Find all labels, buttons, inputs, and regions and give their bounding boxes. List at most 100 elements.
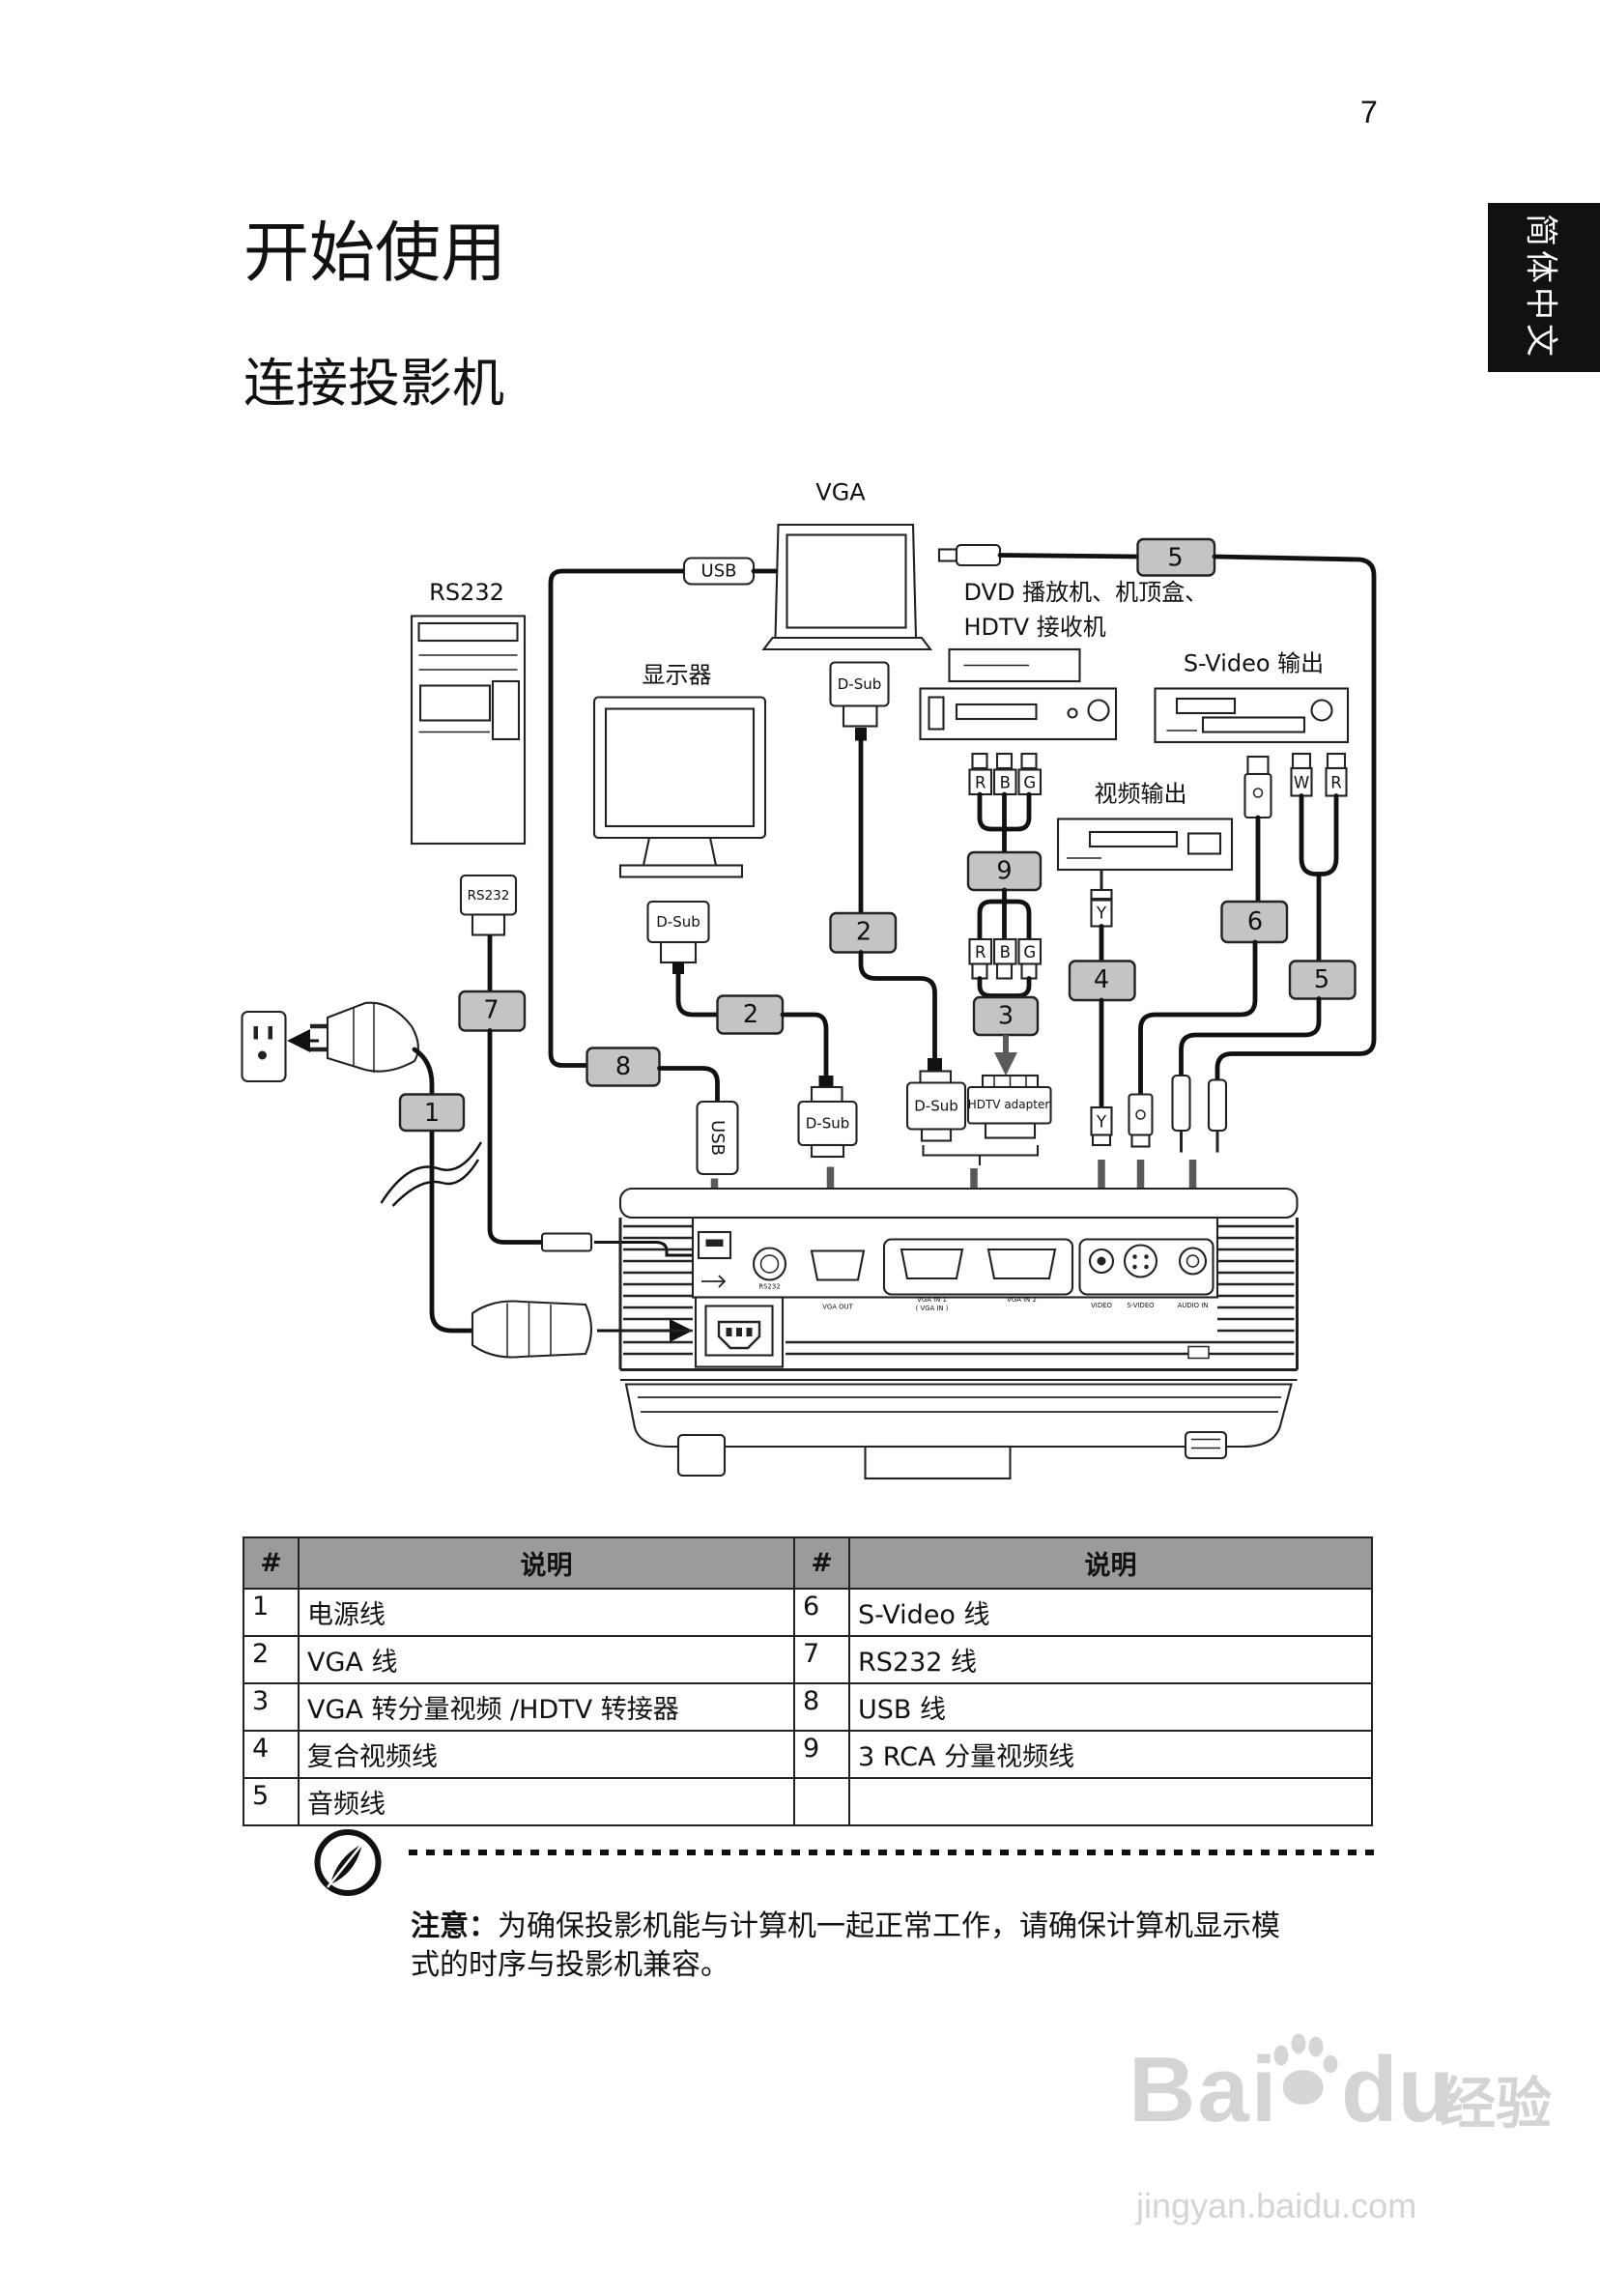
audio-jack-icon bbox=[937, 543, 1002, 567]
video-port-icon bbox=[1088, 1248, 1115, 1275]
vga-in-dsub-connector bbox=[905, 1081, 967, 1131]
cable-5-number-top: 5 bbox=[1167, 544, 1183, 573]
power-socket-icon bbox=[694, 1296, 785, 1368]
table-row: 3 VGA 转分量视频 /HDTV 转接器 8 USB 线 bbox=[243, 1682, 1373, 1732]
hdtv-adapter-icon bbox=[966, 1074, 1052, 1139]
table-cell-number: 2 bbox=[243, 1635, 300, 1684]
table-cell-number: 1 bbox=[243, 1588, 300, 1637]
note-label: 注意： bbox=[411, 1909, 498, 1943]
port-label-vga-in1-sub: ( VGA IN ) bbox=[916, 1305, 949, 1312]
table-header-row: # 说明 # 说明 bbox=[243, 1536, 1373, 1590]
cable-6-badge bbox=[1220, 900, 1289, 944]
cable-2-badge-monitor bbox=[716, 994, 785, 1035]
plug-b-label-2: B bbox=[1000, 943, 1011, 961]
table-row: 1 电源线 6 S-Video 线 bbox=[243, 1588, 1373, 1637]
table-cell-number: 6 bbox=[793, 1588, 850, 1637]
rs232-connector bbox=[459, 874, 518, 916]
port-label-vga-in1: VGA IN 1 bbox=[917, 1296, 947, 1304]
baidu-paw-watermark bbox=[1273, 2033, 1338, 2105]
port-label-vga-out: VGA OUT bbox=[822, 1304, 853, 1311]
table-row: 5 音频线 bbox=[243, 1777, 1373, 1826]
table-cell-number: 9 bbox=[793, 1730, 850, 1779]
monitor-icon bbox=[592, 696, 767, 878]
plug-r-label-audio: R bbox=[1330, 774, 1341, 792]
laptop-dsub-connector bbox=[829, 661, 890, 707]
projector-ports bbox=[694, 1230, 1214, 1368]
usb-port-icon bbox=[697, 1230, 732, 1260]
vga-out-port-icon bbox=[810, 1249, 866, 1281]
cable-2-number-laptop: 2 bbox=[856, 918, 871, 947]
watermark-logo-left: Bai bbox=[1129, 2038, 1279, 2141]
cable-1-number: 1 bbox=[424, 1099, 440, 1128]
plug-y-label-2: Y bbox=[1096, 1113, 1107, 1132]
cable-5-badge-top bbox=[1136, 537, 1216, 577]
cable-7-number: 7 bbox=[483, 996, 499, 1025]
usb-plug-label: USB bbox=[707, 1120, 728, 1156]
audio-in-port-icon bbox=[1178, 1247, 1208, 1276]
usb-connector-laptop bbox=[682, 557, 756, 586]
watermark-logo-right: du bbox=[1341, 2038, 1455, 2141]
table-cell-description: VGA 转分量视频 /HDTV 转接器 bbox=[298, 1682, 795, 1732]
cable-7-badge bbox=[458, 990, 527, 1032]
svideo-plug-bottom bbox=[1128, 1093, 1154, 1136]
table-cell-number: 7 bbox=[793, 1635, 850, 1684]
vcr-icon bbox=[1056, 818, 1234, 872]
port-label-vga-in2: VGA IN 2 bbox=[1007, 1296, 1037, 1304]
dvd-label-line2: HDTV 接收机 bbox=[964, 614, 1106, 641]
cable-4-number: 4 bbox=[1094, 965, 1109, 994]
audio-plug-w bbox=[1290, 766, 1313, 797]
table-row: 2 VGA 线 7 RS232 线 bbox=[243, 1635, 1373, 1684]
projector-icon bbox=[618, 1187, 1299, 1480]
monitor-label: 显示器 bbox=[643, 662, 712, 689]
table-cell-description: 复合视频线 bbox=[298, 1730, 795, 1779]
power-connector-icon bbox=[471, 1300, 593, 1359]
dvd-player-icon bbox=[919, 647, 1118, 741]
table-header-description: 说明 bbox=[848, 1536, 1373, 1590]
pc-label: RS232 bbox=[429, 579, 504, 606]
plug-b-label: B bbox=[1000, 774, 1011, 792]
video-out-label: 视频输出 bbox=[1095, 781, 1187, 808]
note-line-2: 式的时序与投影机兼容。 bbox=[411, 1948, 729, 1982]
table-cell-description bbox=[848, 1777, 1373, 1826]
svideo-plug-top bbox=[1243, 772, 1272, 819]
section-title: 连接投影机 bbox=[243, 353, 504, 414]
cable-8-number: 8 bbox=[615, 1052, 631, 1081]
language-tab: 简体中文 bbox=[1488, 203, 1600, 372]
monitor-dsub-label: D-Sub bbox=[656, 913, 700, 931]
cable-6-number: 6 bbox=[1247, 907, 1263, 936]
usb-plug-icon bbox=[696, 1100, 739, 1176]
laptop-icon bbox=[761, 523, 933, 651]
page-title: 开始使用 bbox=[243, 215, 507, 292]
hdtv-adapter-label: HDTV adapter bbox=[968, 1098, 1050, 1111]
plug-r-label-2: R bbox=[975, 943, 986, 961]
table-cell-number: 4 bbox=[243, 1730, 300, 1779]
watermark-logo-cn: 经验 bbox=[1440, 2071, 1553, 2137]
cable-2-badge-laptop bbox=[829, 911, 898, 954]
table-cell-description: 电源线 bbox=[298, 1588, 795, 1637]
table-cell-description: 3 RCA 分量视频线 bbox=[848, 1730, 1373, 1779]
laptop-label: VGA bbox=[815, 479, 866, 506]
vga-in2-port-icon bbox=[986, 1248, 1057, 1280]
video-plug-bottom bbox=[1090, 1105, 1113, 1136]
power-plug-icon bbox=[310, 1001, 419, 1073]
table-cell-description: 音频线 bbox=[298, 1777, 795, 1826]
audio-plug-icon-2 bbox=[1171, 1074, 1191, 1133]
table-cell-number: 3 bbox=[243, 1682, 300, 1732]
vga-out-dsub-label: D-Sub bbox=[806, 1115, 850, 1133]
plug-g-label-2: G bbox=[1023, 943, 1036, 961]
audio-plug-r bbox=[1325, 766, 1348, 797]
monitor-dsub-connector bbox=[646, 900, 710, 944]
cable-description-table: # 说明 # 说明 1 电源线 6 S-Video 线 2 VGA 线 7 RS… bbox=[243, 1536, 1373, 1826]
vga-out-dsub-connector bbox=[797, 1100, 858, 1147]
connection-arrows bbox=[700, 1160, 1208, 1247]
laptop-dsub-label: D-Sub bbox=[838, 675, 882, 693]
svideo-port-icon bbox=[1123, 1244, 1158, 1278]
table-header-number: # bbox=[243, 1536, 300, 1590]
plug-g-label: G bbox=[1023, 774, 1036, 792]
dvd-label-line1: DVD 播放机、机顶盒、 bbox=[964, 579, 1209, 606]
svideo-device-icon bbox=[1154, 687, 1350, 744]
table-cell-description: VGA 线 bbox=[298, 1635, 795, 1684]
cable-1-badge bbox=[398, 1093, 466, 1133]
cable-3-badge bbox=[972, 995, 1040, 1037]
